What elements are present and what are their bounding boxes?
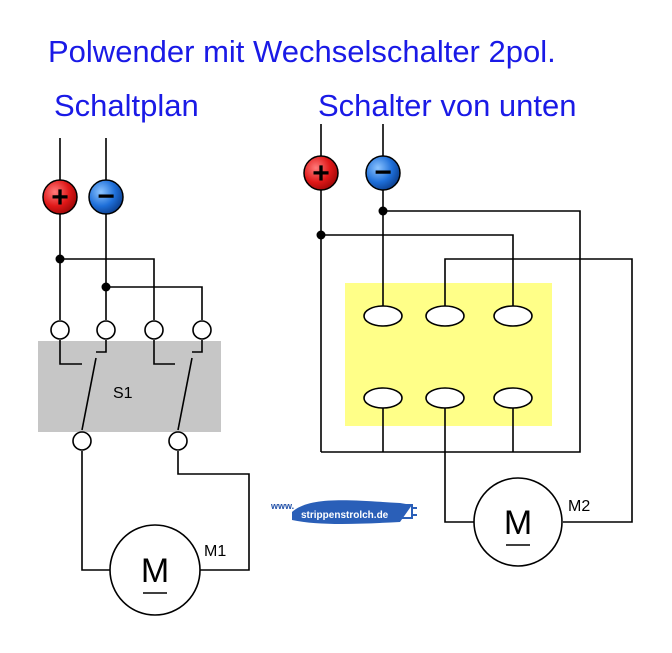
junction-dot	[378, 206, 388, 216]
svg-text:+: +	[51, 181, 69, 214]
s1-terminals	[50, 320, 212, 451]
minus-terminal-icon: −	[365, 155, 401, 191]
svg-text:−: −	[97, 180, 115, 213]
schematic-heading: Schaltplan	[54, 88, 199, 123]
motor-m1-label: M1	[204, 543, 226, 560]
motor-m2: M	[473, 477, 563, 567]
junction-dot	[316, 230, 326, 240]
schematic-wires	[59, 138, 250, 571]
svg-text:strippenstrolch.de: strippenstrolch.de	[301, 510, 389, 521]
underside-pins	[363, 305, 533, 409]
schematic: S1 + − M M1	[38, 138, 250, 616]
motor-m1-icon	[109, 524, 201, 616]
motor-m2-label: M2	[568, 498, 590, 515]
watermark-logo: www. strippenstrolch.de	[270, 500, 417, 524]
minus-terminal-icon: −	[88, 179, 124, 215]
motor-m1-symbol: M	[141, 552, 169, 590]
switch-underside-heading: Schalter von unten	[318, 88, 577, 123]
svg-text:−: −	[374, 156, 392, 189]
switch-s1-label: S1	[113, 385, 133, 402]
junction-dot	[101, 282, 111, 292]
switch-underside: + − M M2	[303, 124, 633, 567]
motor-m2-symbol: M	[504, 504, 532, 542]
plus-terminal-icon: +	[42, 179, 78, 215]
motor-m1: M	[109, 524, 201, 616]
junction-dot	[55, 254, 65, 264]
svg-text:www.: www.	[270, 501, 294, 511]
switch-s1-body	[38, 341, 221, 432]
svg-text:+: +	[312, 157, 330, 190]
plus-terminal-icon: +	[303, 155, 339, 191]
page-title: Polwender mit Wechselschalter 2pol.	[48, 34, 556, 69]
motor-m2-icon	[473, 477, 563, 567]
